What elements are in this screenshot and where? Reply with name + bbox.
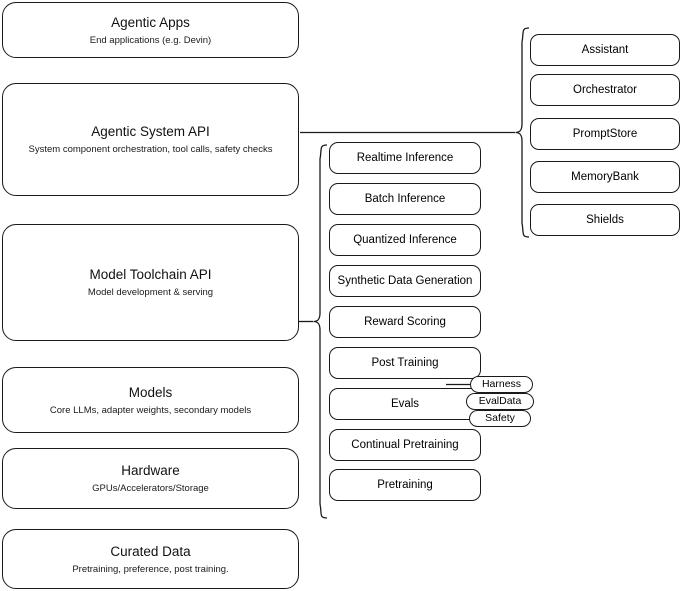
toolchain-item-label: Evals [390, 398, 420, 410]
toolchain-item-label: Synthetic Data Generation [337, 275, 473, 287]
system-component-promptstore[interactable]: PromptStore [530, 118, 680, 150]
layer-title: Curated Data [110, 543, 191, 559]
layer-subtitle: Model development & serving [87, 287, 214, 298]
system-component-label: Shields [586, 214, 624, 226]
eval-tag-label: Safety [485, 412, 515, 425]
system-component-label: Orchestrator [573, 84, 637, 96]
layer-title: Model Toolchain API [89, 267, 212, 282]
layer-subtitle: System component orchestration, tool cal… [28, 144, 273, 155]
system-component-shields[interactable]: Shields [530, 204, 680, 236]
layer-agentic-system-api[interactable]: Agentic System API System component orch… [2, 83, 299, 196]
layer-title: Agentic System API [91, 124, 210, 139]
layer-subtitle: Core LLMs, adapter weights, secondary mo… [49, 404, 252, 416]
eval-tag-evaldata[interactable]: EvalData [466, 393, 534, 410]
toolchain-item-batch-inference[interactable]: Batch Inference [329, 183, 481, 215]
toolchain-item-label: Quantized Inference [353, 234, 457, 246]
system-component-label: MemoryBank [571, 171, 639, 183]
layer-curated-data[interactable]: Curated Data Pretraining, preference, po… [2, 529, 299, 589]
toolchain-item-label: Batch Inference [364, 193, 446, 205]
bracket-left-toolchain [313, 144, 328, 519]
layer-subtitle: Pretraining, preference, post training. [72, 563, 229, 575]
layer-title: Hardware [121, 463, 180, 478]
toolchain-item-label: Pretraining [377, 479, 433, 491]
toolchain-item-post-training[interactable]: Post Training [329, 347, 481, 379]
system-component-orchestrator[interactable]: Orchestrator [530, 74, 680, 106]
system-component-assistant[interactable]: Assistant [530, 34, 680, 66]
toolchain-item-quantized-inference[interactable]: Quantized Inference [329, 224, 481, 256]
eval-tag-label: EvalData [478, 395, 522, 408]
layer-model-toolchain-api[interactable]: Model Toolchain API Model development & … [2, 224, 299, 341]
toolchain-item-synthetic-data-generation[interactable]: Synthetic Data Generation [329, 265, 481, 297]
toolchain-item-evals[interactable]: Evals [329, 388, 481, 420]
layer-subtitle: End applications (e.g. Devin) [89, 34, 212, 46]
eval-tag-label: Harness [481, 378, 522, 391]
layer-agentic-apps[interactable]: Agentic Apps End applications (e.g. Devi… [2, 2, 299, 58]
bracket-right-components [515, 27, 530, 238]
layer-subtitle: GPUs/Accelerators/Storage [92, 483, 209, 494]
layer-hardware[interactable]: Hardware GPUs/Accelerators/Storage [2, 448, 299, 509]
eval-tag-safety[interactable]: Safety [469, 410, 531, 427]
system-component-label: PromptStore [572, 128, 638, 140]
system-component-label: Assistant [581, 44, 629, 56]
layer-title: Agentic Apps [111, 14, 190, 30]
eval-tag-harness[interactable]: Harness [470, 376, 533, 393]
system-component-memorybank[interactable]: MemoryBank [530, 161, 680, 193]
layer-models[interactable]: Models Core LLMs, adapter weights, secon… [2, 367, 299, 433]
layer-title: Models [128, 384, 173, 400]
toolchain-item-label: Reward Scoring [364, 316, 446, 328]
toolchain-item-continual-pretraining[interactable]: Continual Pretraining [329, 429, 481, 461]
toolchain-item-pretraining[interactable]: Pretraining [329, 469, 481, 501]
toolchain-item-label: Post Training [371, 357, 439, 369]
toolchain-item-label: Continual Pretraining [351, 439, 459, 451]
toolchain-item-realtime-inference[interactable]: Realtime Inference [329, 142, 481, 174]
toolchain-item-reward-scoring[interactable]: Reward Scoring [329, 306, 481, 338]
toolchain-item-label: Realtime Inference [356, 152, 454, 164]
